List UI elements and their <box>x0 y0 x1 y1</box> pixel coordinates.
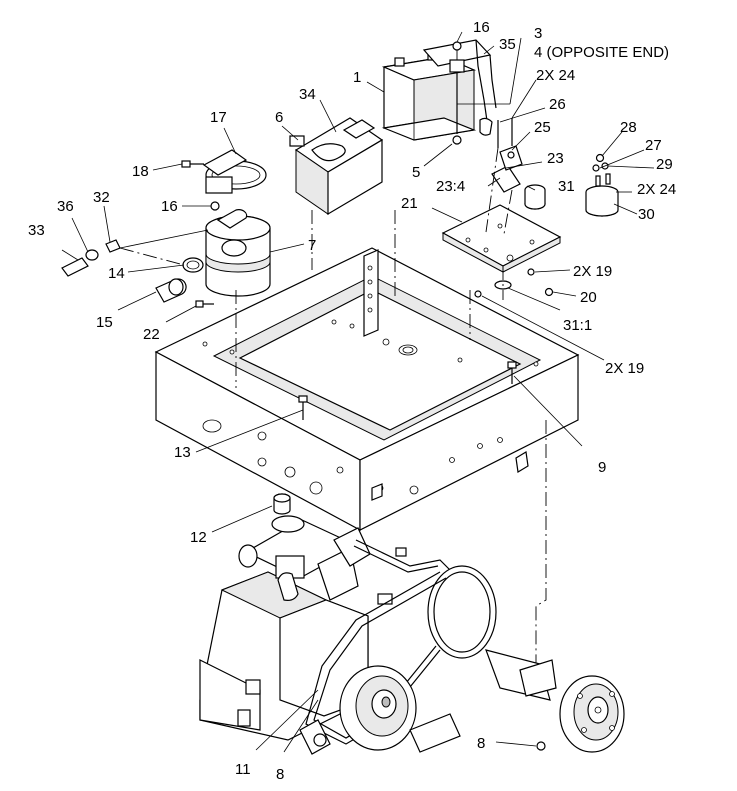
chassis-frame <box>154 247 580 532</box>
starter-solenoid <box>585 173 619 217</box>
callout-16: 16 <box>473 19 490 36</box>
callout-32: 32 <box>93 189 110 206</box>
clamp-screw <box>181 160 204 168</box>
callout-25: 25 <box>534 119 551 136</box>
frame-bolt-13 <box>298 395 308 420</box>
callout-1: 1 <box>353 69 361 86</box>
callout-23-4: 23:4 <box>436 178 465 195</box>
callout-7: 7 <box>308 237 316 254</box>
leader-lines <box>61 31 655 753</box>
callout-11: 11 <box>235 761 251 778</box>
battery-bolt <box>449 41 465 145</box>
callout-35: 35 <box>499 36 516 53</box>
callout-34: 34 <box>299 86 316 103</box>
callout-9: 9 <box>598 459 606 476</box>
nut-8-right <box>536 741 546 751</box>
clamp-nut <box>210 201 220 211</box>
callout-18: 18 <box>132 163 149 180</box>
callout-26: 26 <box>549 96 566 113</box>
callout-6: 6 <box>275 109 283 126</box>
engine-assembly <box>199 515 625 755</box>
callout-12: 12 <box>190 529 207 546</box>
relay-bracket <box>485 118 523 235</box>
callout-2x24: 2X 24 <box>536 67 575 84</box>
callout-2x24-solenoid: 2X 24 <box>637 181 676 198</box>
callout-5: 5 <box>412 164 420 181</box>
callout-29: 29 <box>656 156 673 173</box>
nut-19-lower <box>474 290 482 298</box>
nut-20 <box>544 287 554 297</box>
mounting-band-clamp <box>202 149 267 194</box>
frame-bolt-9 <box>507 361 517 384</box>
callout-8-right: 8 <box>477 735 485 752</box>
intake-hose-clamp <box>182 257 204 273</box>
mounting-bolt-22 <box>195 300 214 308</box>
callout-2x19-lower: 2X 19 <box>605 360 644 377</box>
callout-17: 17 <box>210 109 227 126</box>
callout-31-1: 31:1 <box>563 317 592 334</box>
callout-27: 27 <box>645 137 662 154</box>
intake-cap <box>155 278 187 303</box>
callout-16-nut: 16 <box>161 198 178 215</box>
engine-mount-isolator <box>273 493 291 515</box>
callout-8: 8 <box>276 766 284 783</box>
air-cleaner-canister <box>205 209 271 297</box>
callout-31: 31 <box>558 178 575 195</box>
callout-13: 13 <box>174 444 191 461</box>
nut-19 <box>527 268 535 276</box>
callout-4-opposite-end: 4 (OPPOSITE END) <box>534 44 669 61</box>
air-cleaner-housing <box>289 117 384 216</box>
callout-20: 20 <box>580 289 597 306</box>
solenoid-nut-28 <box>595 153 605 163</box>
callout-23: 23 <box>547 150 564 167</box>
callout-22: 22 <box>143 326 160 343</box>
grommet <box>524 184 546 210</box>
callout-36: 36 <box>57 198 74 215</box>
service-indicator <box>61 229 209 277</box>
callout-2x19: 2X 19 <box>573 263 612 280</box>
callout-labels: 1 16 35 3 4 (OPPOSITE END) 2X 24 26 25 3… <box>28 19 676 783</box>
callout-33: 33 <box>28 222 45 239</box>
callout-15: 15 <box>96 314 113 331</box>
solenoid-nut-27 <box>592 164 600 172</box>
callout-21: 21 <box>401 195 418 212</box>
callout-3: 3 <box>534 25 542 42</box>
callout-30: 30 <box>638 206 655 223</box>
battery-tray-plate <box>441 204 562 273</box>
callout-28: 28 <box>620 119 637 136</box>
callout-14: 14 <box>108 265 125 282</box>
